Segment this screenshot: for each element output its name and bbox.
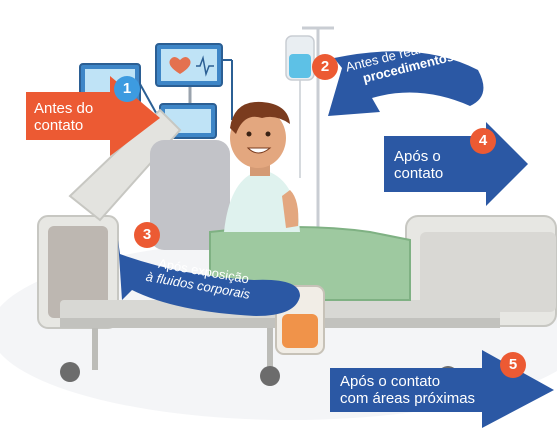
step-1-number-badge: 1 — [114, 76, 140, 102]
step-1-label-line2: contato — [34, 117, 84, 134]
step-5-number-badge: 5 — [500, 352, 526, 378]
step-5-label-line2: com áreas próximas — [340, 390, 476, 407]
step-5-label-line1: Após o contato — [340, 373, 441, 390]
step-3-number-badge: 3 — [134, 222, 160, 248]
arrow-5 — [330, 350, 554, 428]
hospital-bed-icon — [37, 108, 557, 386]
step-1-label: Antes do contato — [34, 100, 93, 134]
step-1-label-line1: Antes do — [34, 100, 94, 117]
arrow-2 — [328, 51, 484, 116]
step-4-label-line2: contato — [394, 165, 444, 182]
step-4-label: Após o contato — [394, 148, 443, 182]
step-5-label: Após o contato com áreas próximas — [340, 373, 475, 407]
step-2-number-badge: 2 — [312, 54, 338, 80]
patient-icon — [224, 101, 300, 232]
step-4-label-line1: Após o — [394, 148, 441, 165]
arrow-3 — [118, 240, 300, 316]
step-4-number-badge: 4 — [470, 128, 496, 154]
